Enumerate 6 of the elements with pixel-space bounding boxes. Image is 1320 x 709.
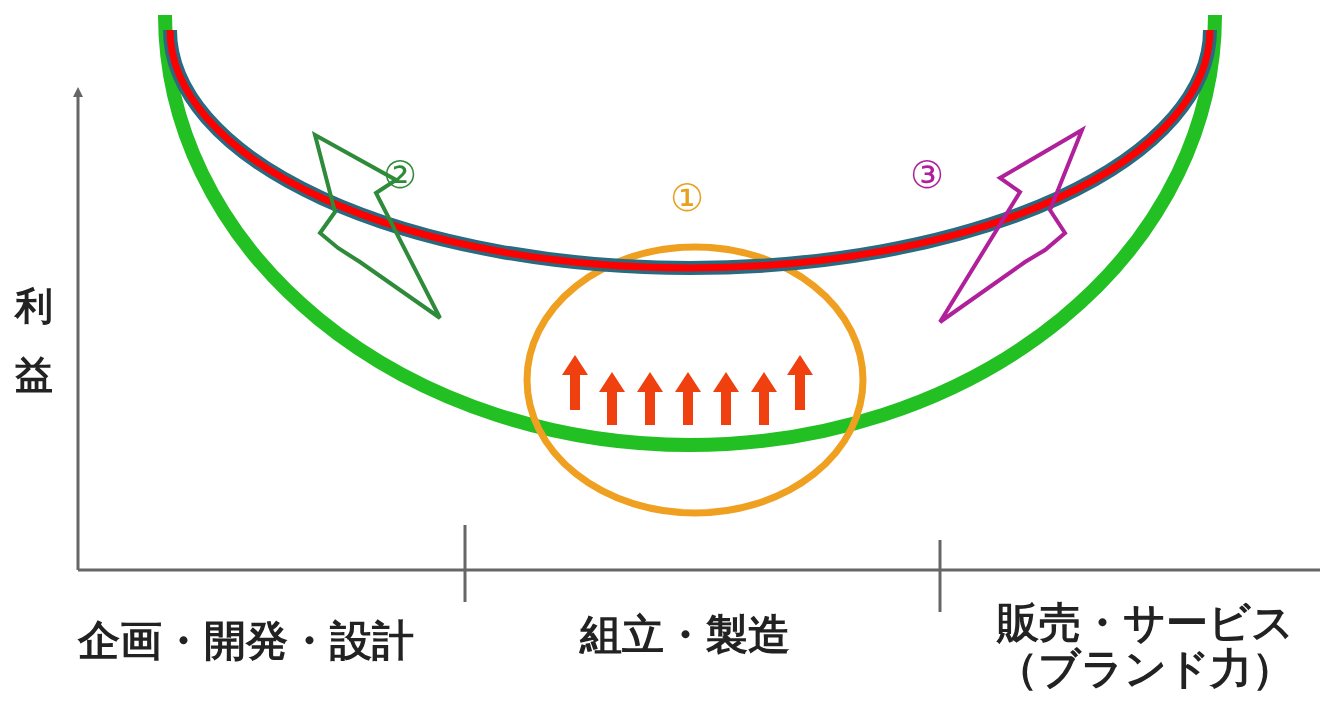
axis-label: 企画・開発・設計 (78, 618, 414, 665)
axis-label: 組立・製造 (580, 612, 790, 659)
axis-title: 利益 (12, 255, 54, 395)
circled-number: ③ (910, 155, 945, 197)
circled-number: ① (670, 178, 705, 220)
axis-label: 販売・サービス（ブランド力） (995, 600, 1295, 693)
